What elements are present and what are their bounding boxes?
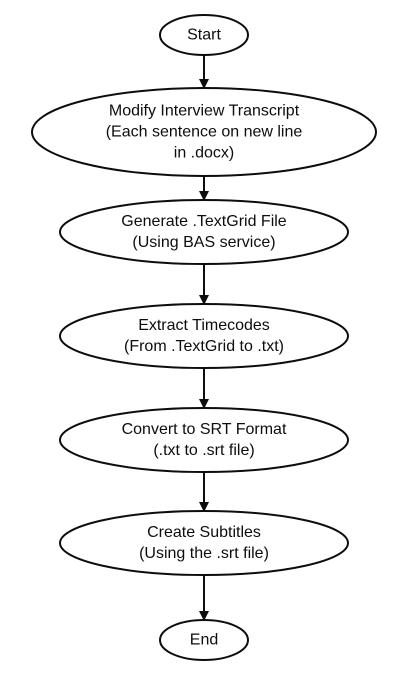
node-generate-ellipse — [59, 199, 349, 265]
node-generate: Generate .TextGrid File (Using BAS servic… — [59, 199, 349, 265]
node-extract: Extract Timecodes (From .TextGrid to .txt… — [59, 303, 349, 369]
node-modify-label-line-1: Modify Interview Transcript — [109, 103, 300, 120]
node-extract-label-line-1: Extract Timecodes — [138, 317, 270, 334]
node-modify: Modify Interview Transcript (Each sentenc… — [31, 87, 377, 177]
node-convert-label-line-1: Convert to SRT Format — [122, 421, 287, 438]
node-modify-ellipse — [31, 87, 377, 177]
node-create: Create Subtitles (Using the .srt file) — [59, 510, 349, 576]
node-convert-label-line-2: (.txt to .srt file) — [153, 442, 254, 459]
node-generate-label-line-2: (Using BAS service) — [132, 234, 275, 251]
node-convert-ellipse — [59, 407, 349, 473]
node-start: Start — [159, 14, 249, 56]
node-create-label-line-1: Create Subtitles — [147, 524, 261, 541]
node-extract-ellipse — [59, 303, 349, 369]
node-extract-label-line-2: (From .TextGrid to .txt) — [124, 338, 284, 355]
node-modify-label-line-3: in .docx) — [174, 145, 234, 162]
node-start-ellipse — [159, 14, 249, 56]
node-generate-label-line-1: Generate .TextGrid File — [121, 213, 287, 230]
node-convert: Convert to SRT Format (.txt to .srt file) — [59, 407, 349, 473]
node-start-label-line-1: Start — [187, 27, 221, 44]
node-end-ellipse — [159, 619, 249, 661]
node-end-label-line-1: End — [190, 632, 218, 649]
node-create-label-line-2: (Using the .srt file) — [139, 545, 269, 562]
node-create-ellipse — [59, 510, 349, 576]
node-end: End — [159, 619, 249, 661]
node-modify-label-line-2: (Each sentence on new line — [106, 124, 303, 141]
